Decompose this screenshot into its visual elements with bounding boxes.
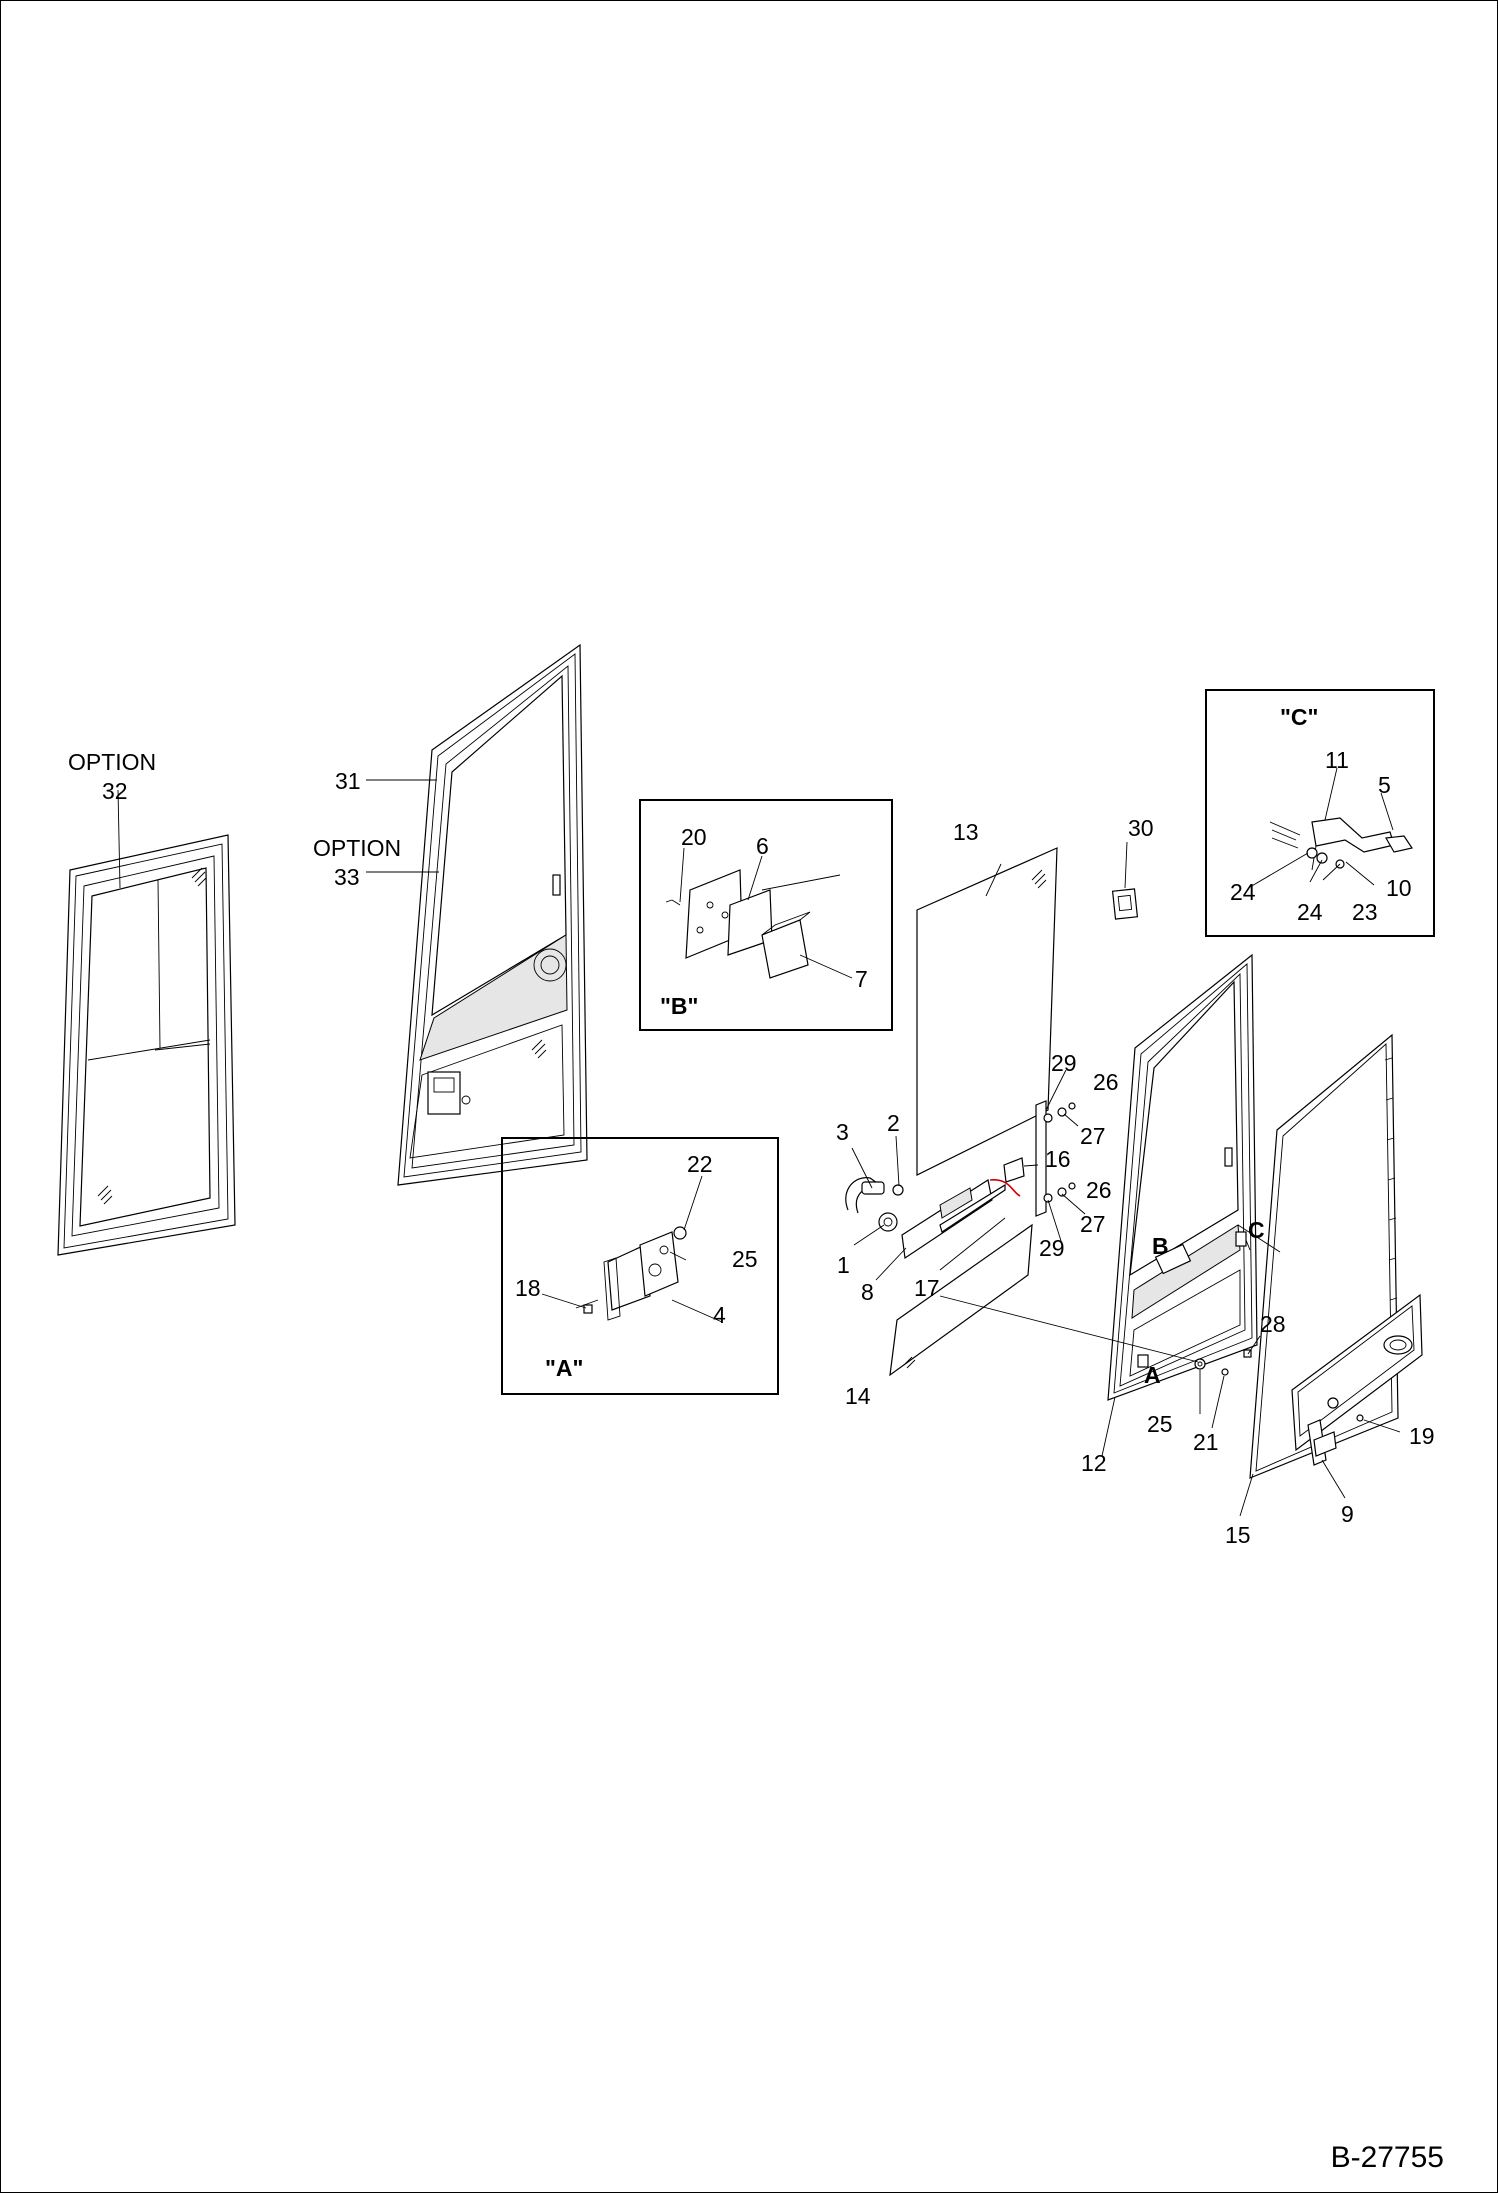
callout-33: 33 xyxy=(334,864,360,890)
callout-13: 13 xyxy=(953,819,979,845)
callout-19: 19 xyxy=(1409,1423,1435,1449)
callout-31: 31 xyxy=(335,768,361,794)
callout-27-top: 27 xyxy=(1080,1123,1106,1149)
marker-c: C xyxy=(1248,1217,1265,1243)
leader-lines xyxy=(117,767,1401,1517)
callout-27-bottom: 27 xyxy=(1080,1211,1106,1237)
window-frame-option-32 xyxy=(57,834,236,1256)
callout-18: 18 xyxy=(515,1275,541,1301)
callout-20: 20 xyxy=(681,824,707,850)
callout-17: 17 xyxy=(914,1275,940,1301)
option-label-door: OPTION xyxy=(313,835,401,861)
callout-30: 30 xyxy=(1128,815,1154,841)
callout-14: 14 xyxy=(845,1383,871,1409)
door-option-33 xyxy=(397,643,588,1186)
callout-8: 8 xyxy=(861,1279,874,1305)
detail-label-c: "C" xyxy=(1280,704,1318,730)
callout-29-bottom: 29 xyxy=(1039,1235,1065,1261)
callout-12: 12 xyxy=(1081,1450,1107,1476)
option-label-frame: OPTION xyxy=(68,749,156,775)
glass-13 xyxy=(916,847,1058,1176)
callout-7: 7 xyxy=(855,966,868,992)
callout-4: 4 xyxy=(713,1302,726,1328)
detail-view-b xyxy=(639,799,893,1031)
callout-21: 21 xyxy=(1193,1429,1219,1455)
callout-25-detail: 25 xyxy=(732,1246,758,1272)
marker-b: B xyxy=(1152,1233,1169,1259)
callout-labels: OPTION 32 31 OPTION 33 20 6 7 "B" 22 25 … xyxy=(68,704,1435,1548)
callout-3: 3 xyxy=(836,1119,849,1145)
callout-2: 2 xyxy=(887,1110,900,1136)
callout-29-top: 29 xyxy=(1051,1050,1077,1076)
door-frame-12 xyxy=(1107,953,1258,1401)
callout-25-main: 25 xyxy=(1147,1411,1173,1437)
callout-32: 32 xyxy=(102,778,128,804)
callout-23: 23 xyxy=(1352,899,1378,925)
callout-26-top: 26 xyxy=(1093,1069,1119,1095)
lower-panel-9 xyxy=(1291,1293,1423,1466)
detail-label-b: "B" xyxy=(660,993,698,1019)
callout-24-left: 24 xyxy=(1230,879,1256,905)
marker-a: A xyxy=(1144,1362,1161,1388)
detail-label-a: "A" xyxy=(545,1355,583,1381)
callout-26-bottom: 26 xyxy=(1086,1177,1112,1203)
callout-1: 1 xyxy=(837,1252,850,1278)
callout-5: 5 xyxy=(1378,772,1391,798)
callout-6: 6 xyxy=(756,833,769,859)
callout-28: 28 xyxy=(1260,1311,1286,1337)
document-number: B-27755 xyxy=(1330,2141,1444,2174)
detail-view-a xyxy=(501,1137,779,1395)
part-30-block xyxy=(1111,888,1139,920)
callout-24-mid: 24 xyxy=(1297,899,1323,925)
detail-view-c xyxy=(1205,689,1435,937)
callout-22: 22 xyxy=(687,1151,713,1177)
glass-14 xyxy=(889,1223,1033,1377)
callout-10: 10 xyxy=(1386,875,1412,901)
callout-9: 9 xyxy=(1341,1501,1354,1527)
callout-16: 16 xyxy=(1045,1146,1071,1172)
callout-11: 11 xyxy=(1325,747,1349,773)
callout-15: 15 xyxy=(1225,1522,1251,1548)
